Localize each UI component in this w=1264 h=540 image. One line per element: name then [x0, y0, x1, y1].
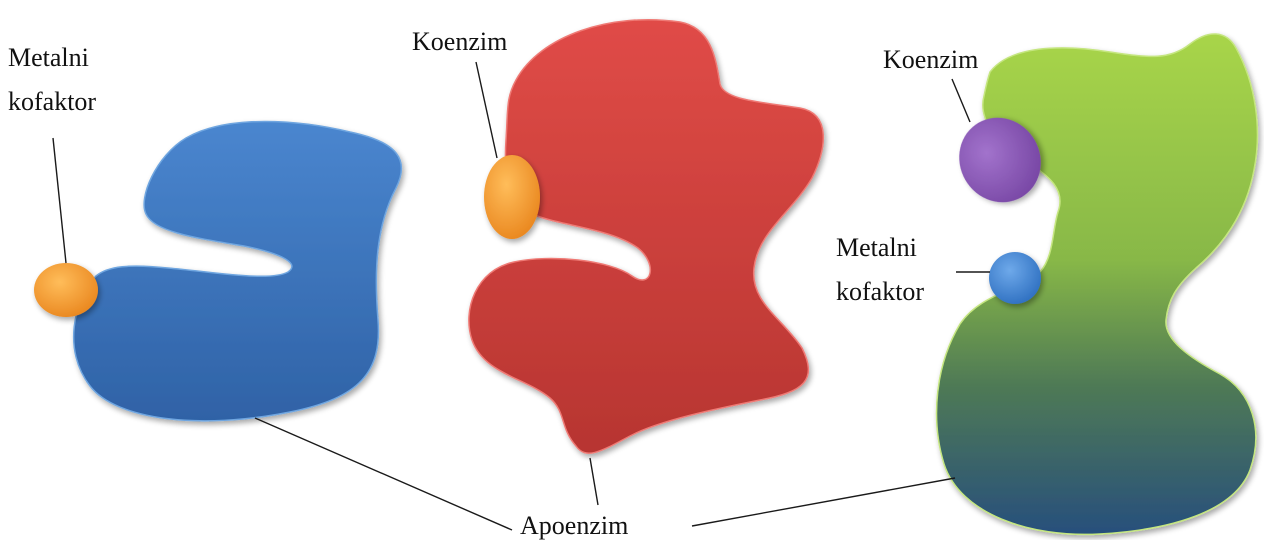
middle-coenzyme-leader	[476, 62, 497, 158]
middle-coenzyme	[484, 155, 540, 239]
apoenzyme-leader-blue	[255, 418, 512, 530]
apoenzyme-leader-red	[590, 458, 598, 505]
right-cofactor-label-line2: kofaktor	[836, 277, 924, 306]
right-metal-cofactor	[989, 252, 1041, 304]
apoenzyme-label: Apoenzim	[520, 511, 628, 540]
left-cofactor-leader	[53, 138, 66, 263]
left-metal-cofactor	[34, 263, 98, 317]
left-cofactor-label-line1: Metalni	[8, 43, 89, 72]
blue-apoenzyme	[74, 122, 402, 421]
left-cofactor-label-line2: kofaktor	[8, 87, 96, 116]
middle-coenzyme-label: Koenzim	[412, 27, 507, 56]
right-coenzyme-label: Koenzim	[883, 45, 978, 74]
right-coenzyme-leader	[952, 79, 970, 122]
right-cofactor-label-line1: Metalni	[836, 233, 917, 262]
apoenzyme-leader-green	[692, 478, 955, 526]
green-apoenzyme	[937, 34, 1258, 534]
red-apoenzyme	[469, 20, 823, 453]
